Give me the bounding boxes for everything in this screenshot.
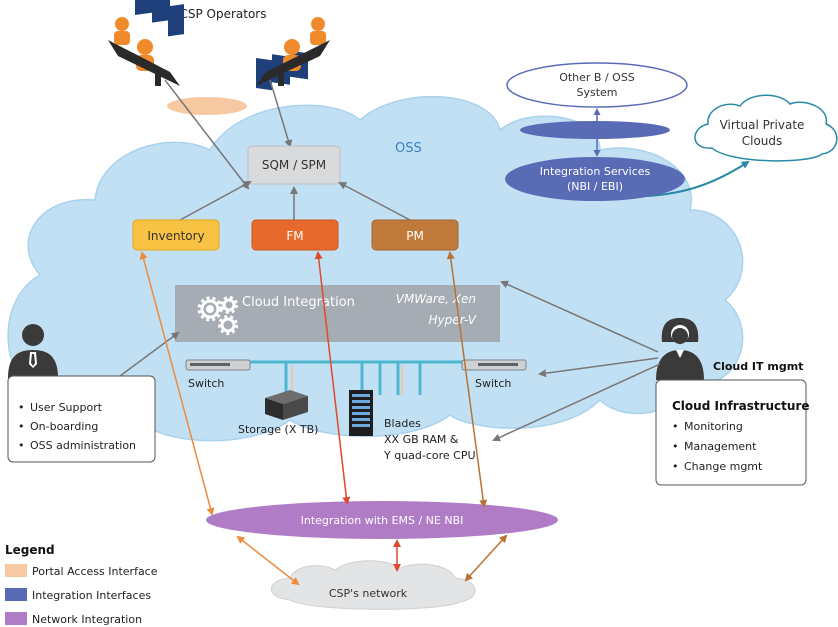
operator-left-icon <box>108 0 184 86</box>
vpc-label-line2: Clouds <box>742 134 783 148</box>
ems-network-right-link <box>464 534 508 582</box>
user-support-list: • User Support • On-boarding • OSS admin… <box>18 401 136 452</box>
blades-line2: XX GB RAM & <box>384 433 459 446</box>
ems-integration-ellipse <box>206 501 558 539</box>
blades-line3: Y quad-core CPU <box>383 449 476 462</box>
legend-title: Legend <box>5 543 55 557</box>
cloud-infra-item-2: Change mgmt <box>684 460 763 473</box>
cloud-it-mgmt-label: Cloud IT mgmt <box>713 360 803 373</box>
other-bss-line2: System <box>576 86 617 99</box>
virtual-private-clouds <box>694 94 838 162</box>
switch-right-icon <box>461 359 527 371</box>
sqm-spm-label: SQM / SPM <box>262 158 326 172</box>
it-to-switch-arrow <box>538 357 659 378</box>
legend-item-network: Network Integration <box>32 613 142 626</box>
switch-left-label: Switch <box>188 377 224 390</box>
vpc-label-line1: Virtual Private <box>720 118 805 132</box>
ems-integration-label: Integration with EMS / NE NBI <box>301 514 464 527</box>
inventory-block <box>132 219 220 251</box>
operator-right-icon <box>256 17 330 91</box>
pm-block <box>371 219 459 251</box>
other-bss-system <box>506 62 688 108</box>
operator-left-arrow <box>164 79 250 190</box>
legend-item-integration: Integration Interfaces <box>32 589 151 602</box>
portal-access-ellipse <box>167 97 247 115</box>
csp-operators-label: CSP Operators <box>179 7 266 21</box>
pm-to-sqm-arrow <box>338 182 411 221</box>
cloud-infra-bullet-0: • <box>672 420 679 433</box>
switch-right-label: Switch <box>475 377 511 390</box>
user-support-bullet-1: • <box>18 420 25 433</box>
user-support-person-icon <box>8 324 58 378</box>
cloud-infrastructure-box <box>655 379 807 486</box>
cloud-integration-label: Cloud Integration <box>242 295 355 310</box>
user-support-bullet-0: • <box>18 401 25 414</box>
blades-icon <box>349 390 373 436</box>
operator-right-arrow <box>269 79 293 148</box>
legend-swatch-portal <box>5 564 27 577</box>
fm-ems-link <box>314 251 351 505</box>
integration-interface-ellipse <box>520 121 670 139</box>
integration-services-line1: Integration Services <box>540 165 651 178</box>
vmware-line1: VMWare, Xen <box>396 292 476 306</box>
cloud-infrastructure-title: Cloud Infrastructure <box>672 399 810 413</box>
fm-label: FM <box>286 229 303 243</box>
user-support-bullet-2: • <box>18 439 25 452</box>
cloud-infra-item-0: Monitoring <box>684 420 743 433</box>
ems-network-left-link <box>236 535 300 586</box>
cloud-it-person-icon <box>656 318 704 380</box>
csp-network-label: CSP's network <box>329 587 408 600</box>
cloud-infra-list: • Monitoring • Management • Change mgmt <box>672 420 763 473</box>
integration-services-line2: (NBI / EBI) <box>567 180 623 193</box>
cloud-infra-bullet-2: • <box>672 460 679 473</box>
switch-left-icon <box>185 359 251 371</box>
it-to-integration-arrow <box>500 280 659 353</box>
legend-swatch-integration <box>5 588 27 601</box>
vpc-link <box>644 160 750 197</box>
pm-ems-link <box>446 251 488 508</box>
pm-label: PM <box>406 229 424 243</box>
oss-label: OSS <box>395 141 422 156</box>
user-support-item-1: On-boarding <box>30 420 98 433</box>
legend-item-portal: Portal Access Interface <box>32 565 158 578</box>
inventory-to-sqm-arrow <box>179 181 252 221</box>
cloud-infra-bullet-1: • <box>672 440 679 453</box>
sqm-spm-block <box>247 145 341 185</box>
other-bss-line1: Other B / OSS <box>559 71 635 84</box>
inventory-ems-link <box>139 251 215 516</box>
cloud-infra-item-1: Management <box>684 440 757 453</box>
vmware-line2: Hyper-V <box>429 313 477 327</box>
network-bus-tan <box>291 366 403 395</box>
csp-network-cloud <box>270 560 476 610</box>
storage-label: Storage (X TB) <box>238 423 318 436</box>
integration-services <box>505 157 685 201</box>
it-to-blades-arrow <box>492 363 661 442</box>
blades-line1: Blades <box>384 417 421 430</box>
fm-block <box>251 219 339 251</box>
legend-swatch-network <box>5 612 27 625</box>
user-support-item-0: User Support <box>30 401 103 414</box>
user-support-item-2: OSS administration <box>30 439 136 452</box>
storage-icon <box>265 390 308 420</box>
inventory-label: Inventory <box>147 229 204 243</box>
